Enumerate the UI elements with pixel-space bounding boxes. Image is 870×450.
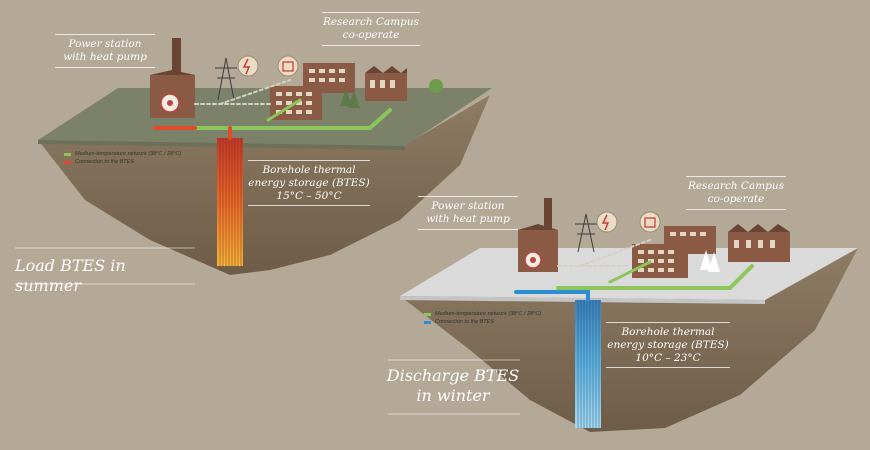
winter-campus-buildings xyxy=(632,224,790,278)
winter-legend-network-text: Medium-temperature network (38°C / 28°C) xyxy=(435,311,542,317)
summer-research-campus-label: Research Campus co-operate xyxy=(322,12,420,46)
network-swatch xyxy=(64,152,71,156)
winter-btes-boreholes xyxy=(575,300,601,428)
winter-btes-label: Borehole thermal energy storage (BTES) 1… xyxy=(606,322,730,369)
lightning-badge-icon xyxy=(596,211,618,233)
winter-research-campus-text: Research Campus co-operate xyxy=(687,180,785,205)
winter-network-pipes xyxy=(514,239,754,302)
summer-legend-network: Medium-temperature network (38°C / 28°C) xyxy=(64,150,181,158)
summer-btes-label: Borehole thermal energy storage (BTES) 1… xyxy=(248,160,370,207)
heat-badge-icon xyxy=(639,211,661,233)
winter-btes-text: Borehole thermal energy storage (BTES) 1… xyxy=(607,326,729,364)
winter-legend-connection: Connection to the BTES xyxy=(424,318,541,326)
winter-legend-network: Medium-temperature network (38°C / 28°C) xyxy=(424,310,541,318)
summer-trees xyxy=(340,79,443,108)
winter-trees xyxy=(700,250,720,272)
winter-power-station xyxy=(518,198,558,272)
summer-power-station-label: Power station with heat pump xyxy=(55,34,155,68)
winter-legend-connection-text: Connection to the BTES xyxy=(435,319,495,325)
summer-title: Load BTES in summer xyxy=(15,256,126,295)
summer-legend-connection-text: Connection to the BTES xyxy=(75,159,135,165)
connection-swatch xyxy=(424,320,431,324)
summer-island xyxy=(15,38,492,285)
winter-legend: Medium-temperature network (38°C / 28°C)… xyxy=(424,310,541,326)
lightning-badge-icon xyxy=(237,55,259,77)
power-pylon-icon xyxy=(575,213,597,253)
summer-legend-connection: Connection to the BTES xyxy=(64,158,181,166)
winter-power-station-text: Power station with heat pump xyxy=(426,200,510,225)
summer-btes-text: Borehole thermal energy storage (BTES) 1… xyxy=(248,164,370,202)
summer-legend: Medium-temperature network (38°C / 28°C)… xyxy=(64,150,181,166)
summer-legend-network-text: Medium-temperature network (38°C / 28°C) xyxy=(75,151,182,157)
summer-btes-boreholes xyxy=(217,138,243,266)
winter-power-station-label: Power station with heat pump xyxy=(418,196,518,230)
network-swatch xyxy=(424,312,431,316)
connection-swatch xyxy=(64,160,71,164)
summer-soil xyxy=(38,95,490,275)
heat-badge-icon xyxy=(277,55,299,77)
winter-island xyxy=(388,198,858,432)
winter-soil xyxy=(400,248,858,432)
winter-title: Discharge BTES in winter xyxy=(386,366,520,405)
summer-power-station xyxy=(150,38,195,118)
power-pylon-icon xyxy=(215,57,237,101)
summer-power-station-text: Power station with heat pump xyxy=(63,38,147,63)
summer-network-pipes xyxy=(153,79,392,140)
winter-research-campus-label: Research Campus co-operate xyxy=(686,176,786,210)
summer-research-campus-text: Research Campus co-operate xyxy=(322,16,420,41)
